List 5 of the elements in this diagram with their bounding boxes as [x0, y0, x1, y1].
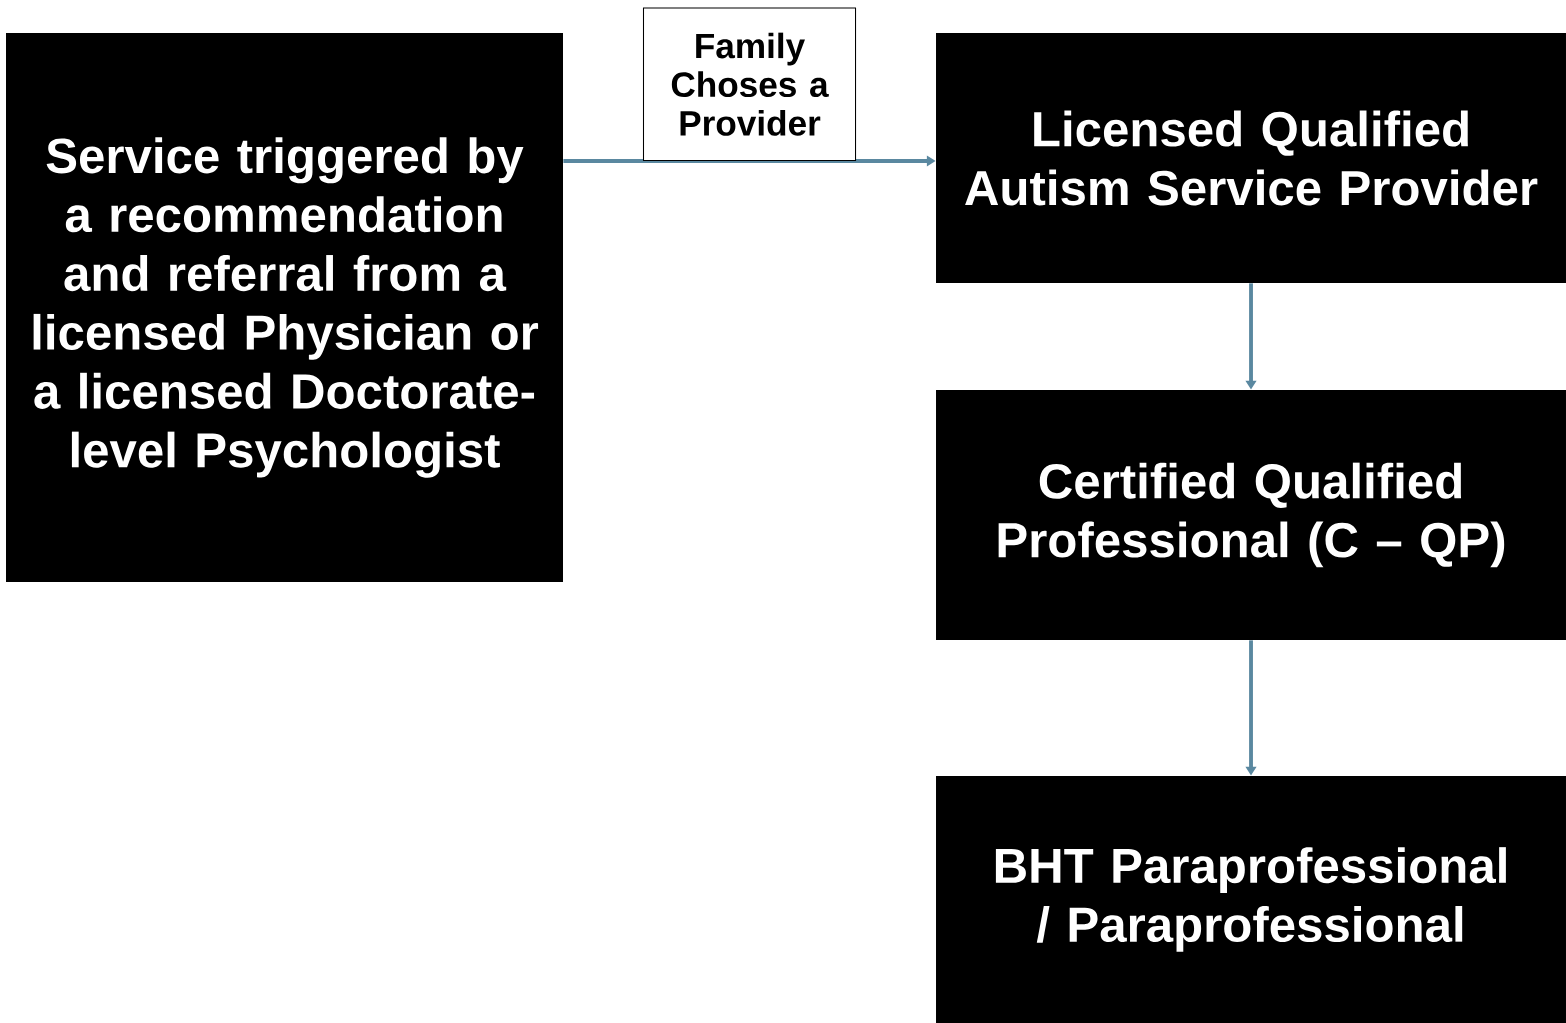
- process-box: Licensed Qualified Autism Service Provider: [936, 33, 1566, 283]
- process-box: Service triggered by a recommendation and referral from a licensed Physician or a licensed Doctorate-level Psychologist: [6, 33, 563, 582]
- edge-label: Family Choses a Provider: [642, 7, 857, 161]
- process-box: BHT Paraprofessional / Paraprofessional: [936, 776, 1566, 1023]
- process-box: Certified Qualified Professional (C – QP): [936, 390, 1566, 640]
